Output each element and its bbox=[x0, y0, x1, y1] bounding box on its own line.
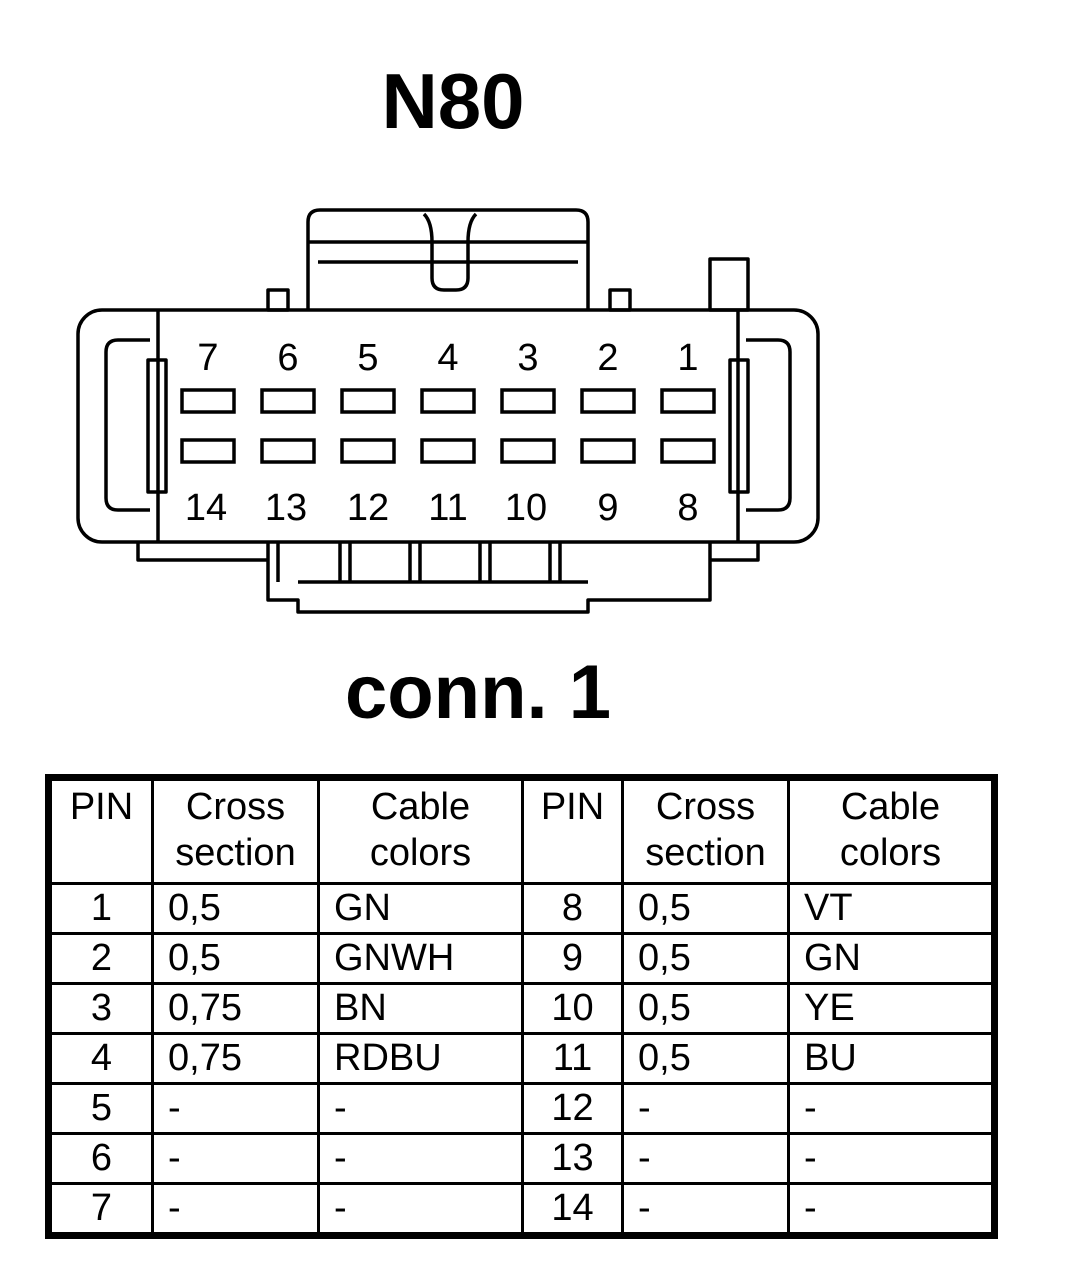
cross-section-cell: 0,5 bbox=[621, 1032, 790, 1085]
pin-cavity-6 bbox=[260, 388, 316, 414]
pin-cell: 12 bbox=[521, 1082, 624, 1135]
cable-color-cell: - bbox=[787, 1082, 994, 1135]
table-row: 2 0,5 GNWH 9 0,5 GN bbox=[49, 932, 994, 985]
cross-section-cell: - bbox=[621, 1182, 790, 1235]
cable-color-cell: RDBU bbox=[317, 1032, 524, 1085]
pin-label-bottom: 9 bbox=[597, 487, 618, 529]
cable-color-cell: VT bbox=[787, 882, 994, 935]
cable-color-cell: GN bbox=[787, 932, 994, 985]
cable-color-cell: BN bbox=[317, 982, 524, 1035]
pin-cell: 3 bbox=[49, 982, 154, 1035]
cable-color-cell: - bbox=[317, 1082, 524, 1135]
pin-label-bottom: 8 bbox=[677, 487, 698, 529]
pin-cavity-13 bbox=[260, 438, 316, 464]
cross-section-cell: 0,5 bbox=[621, 932, 790, 985]
cross-section-cell: 0,5 bbox=[621, 882, 790, 935]
connector-tab-far-right bbox=[708, 257, 750, 312]
pin-label-bottom: 11 bbox=[428, 487, 467, 529]
connector-latch bbox=[306, 208, 590, 310]
pin-cavity-7 bbox=[180, 388, 236, 414]
pin-label-top: 7 bbox=[197, 337, 218, 379]
cable-color-cell: - bbox=[787, 1132, 994, 1185]
table-row: 4 0,75 RDBU 11 0,5 BU bbox=[49, 1032, 994, 1085]
pin-label-bottom: 13 bbox=[265, 487, 307, 529]
pin-cell: 7 bbox=[49, 1182, 154, 1235]
pin-label-top: 2 bbox=[597, 337, 618, 379]
pin-cavity-11 bbox=[420, 438, 476, 464]
header-pin: PIN bbox=[49, 778, 154, 885]
pin-cell: 9 bbox=[521, 932, 624, 985]
pin-cell: 4 bbox=[49, 1032, 154, 1085]
pin-cell: 2 bbox=[49, 932, 154, 985]
connector-body bbox=[76, 308, 820, 544]
cross-section-cell: 0,5 bbox=[151, 882, 320, 935]
table-row: 5 - - 12 - - bbox=[49, 1082, 994, 1135]
cross-section-cell: - bbox=[621, 1132, 790, 1185]
cable-color-cell: GNWH bbox=[317, 932, 524, 985]
pin-cavity-8 bbox=[660, 438, 716, 464]
cable-color-cell: BU bbox=[787, 1032, 994, 1085]
connector-tab-right bbox=[608, 288, 632, 312]
pin-cell: 11 bbox=[521, 1032, 624, 1085]
cross-section-cell: 0,75 bbox=[151, 1032, 320, 1085]
pin-label-top: 1 bbox=[677, 337, 698, 379]
pin-cell: 13 bbox=[521, 1132, 624, 1185]
pin-cavity-14 bbox=[180, 438, 236, 464]
cable-color-cell: YE bbox=[787, 982, 994, 1035]
pin-cavity-2 bbox=[580, 388, 636, 414]
pin-cavity-12 bbox=[340, 438, 396, 464]
cross-section-cell: - bbox=[151, 1182, 320, 1235]
pin-cell: 1 bbox=[49, 882, 154, 935]
cable-color-cell: - bbox=[787, 1182, 994, 1235]
pin-cell: 10 bbox=[521, 982, 624, 1035]
header-pin: PIN bbox=[521, 778, 624, 885]
table-row: 6 - - 13 - - bbox=[49, 1132, 994, 1185]
table-row: 1 0,5 GN 8 0,5 VT bbox=[49, 882, 994, 935]
pin-cell: 5 bbox=[49, 1082, 154, 1135]
cable-color-cell: - bbox=[317, 1182, 524, 1235]
pin-label-bottom: 10 bbox=[505, 487, 547, 529]
diagram-title: N80 bbox=[381, 57, 525, 145]
pin-cavity-4 bbox=[420, 388, 476, 414]
table-row: 3 0,75 BN 10 0,5 YE bbox=[49, 982, 994, 1035]
pin-cell: 14 bbox=[521, 1182, 624, 1235]
pin-cell: 6 bbox=[49, 1132, 154, 1185]
cross-section-cell: 0,5 bbox=[621, 982, 790, 1035]
pin-cavity-9 bbox=[580, 438, 636, 464]
pin-label-top: 4 bbox=[437, 337, 458, 379]
pin-cavity-10 bbox=[500, 438, 556, 464]
pin-cavity-1 bbox=[660, 388, 716, 414]
pin-cell: 8 bbox=[521, 882, 624, 935]
connector-drawing: 7 6 5 4 3 2 1 14 13 12 11 10 9 8 bbox=[76, 208, 820, 614]
cross-section-cell: 0,5 bbox=[151, 932, 320, 985]
pin-label-top: 3 bbox=[517, 337, 538, 379]
pin-cavity-3 bbox=[500, 388, 556, 414]
pin-label-top: 6 bbox=[277, 337, 298, 379]
connector-bottom-skirt bbox=[266, 542, 712, 614]
connector-clip-left bbox=[104, 338, 150, 512]
cross-section-cell: - bbox=[621, 1082, 790, 1135]
cable-color-cell: - bbox=[317, 1132, 524, 1185]
connector-label: conn. 1 bbox=[344, 650, 612, 735]
cable-color-cell: GN bbox=[317, 882, 524, 935]
cross-section-cell: - bbox=[151, 1082, 320, 1135]
pin-label-bottom: 14 bbox=[185, 487, 227, 529]
connector-clip-right bbox=[746, 338, 792, 512]
table-row: 7 - - 14 - - bbox=[49, 1182, 994, 1235]
pin-label-top: 5 bbox=[357, 337, 378, 379]
pin-cavity-5 bbox=[340, 388, 396, 414]
cross-section-cell: 0,75 bbox=[151, 982, 320, 1035]
cross-section-cell: - bbox=[151, 1132, 320, 1185]
connector-tab-left bbox=[266, 288, 290, 312]
pin-label-bottom: 12 bbox=[347, 487, 389, 529]
